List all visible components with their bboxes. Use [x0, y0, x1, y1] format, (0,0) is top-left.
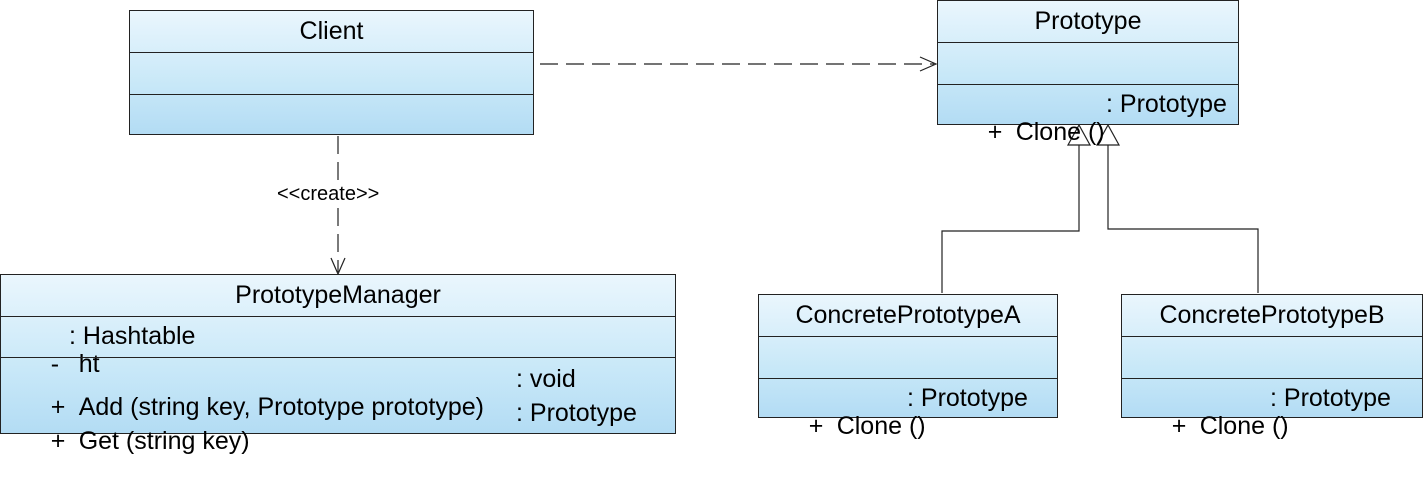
operation-signature: Clone () [836, 412, 926, 440]
class-prototype-manager[interactable]: PrototypeManager -ht : Hashtable + Add (s… [0, 274, 676, 455]
operations-compartment: + Add (string key, Prototype prototype) :… [1, 357, 675, 455]
class-client[interactable]: Client [129, 10, 534, 135]
class-name: Prototype [1034, 7, 1142, 35]
generalization-a [941, 144, 1080, 293]
class-concrete-prototype-b[interactable]: ConcretePrototypeB + Clone () : Prototype [1121, 294, 1423, 440]
operation-signature: Get (string key) [78, 427, 250, 455]
generalization-b-triangle [1095, 123, 1121, 146]
class-name: ConcretePrototypeA [795, 301, 1021, 329]
operation-get: + Get (string key) [9, 399, 250, 483]
attributes-compartment [759, 336, 1057, 378]
class-name: PrototypeManager [235, 281, 441, 309]
operations-compartment: + Clone () : Prototype [759, 378, 1057, 440]
visibility-marker: + [50, 427, 66, 455]
operations-compartment [130, 94, 533, 134]
attributes-compartment [1122, 336, 1422, 378]
operation-return-type: : Prototype [516, 399, 637, 427]
operation-clone: + Clone () [946, 90, 1105, 174]
visibility-marker: + [808, 412, 824, 440]
operation-return-type: : Prototype [1106, 90, 1227, 118]
create-stereotype-label: <<create>> [277, 183, 380, 205]
operation-clone: + Clone () [767, 384, 926, 468]
attributes-compartment: -ht : Hashtable [1, 316, 675, 378]
generalization-a-triangle [1066, 123, 1092, 146]
visibility-marker: + [1171, 412, 1187, 440]
generalization-b [1107, 144, 1259, 293]
operation-return-type: : Prototype [1270, 384, 1391, 412]
class-name: ConcretePrototypeB [1159, 301, 1385, 329]
operation-signature: Add (string key, Prototype prototype) [78, 393, 484, 421]
class-prototype[interactable]: Prototype + Clone () : Prototype [937, 0, 1239, 146]
operation-return-type: : Prototype [907, 384, 1028, 412]
operation-signature: Clone () [1015, 118, 1105, 146]
operation-signature: Clone () [1199, 412, 1289, 440]
attributes-compartment [938, 42, 1238, 84]
client-prototype-dependency-arrowhead [919, 56, 938, 72]
attribute-type: : Hashtable [69, 322, 196, 350]
operations-compartment: + Clone () : Prototype [938, 84, 1238, 146]
visibility-marker: - [50, 350, 60, 378]
attributes-compartment [130, 52, 533, 94]
operation-clone: + Clone () [1130, 384, 1289, 468]
visibility-marker: + [50, 393, 66, 421]
operations-compartment: + Clone () : Prototype [1122, 378, 1422, 440]
operation-return-type: : void [516, 365, 576, 393]
class-concrete-prototype-a[interactable]: ConcretePrototypeA + Clone () : Prototype [758, 294, 1058, 440]
visibility-marker: + [987, 118, 1003, 146]
connectors-layer [330, 56, 1259, 293]
operation-add: + Add (string key, Prototype prototype) [9, 365, 484, 449]
class-name: Client [299, 17, 364, 45]
